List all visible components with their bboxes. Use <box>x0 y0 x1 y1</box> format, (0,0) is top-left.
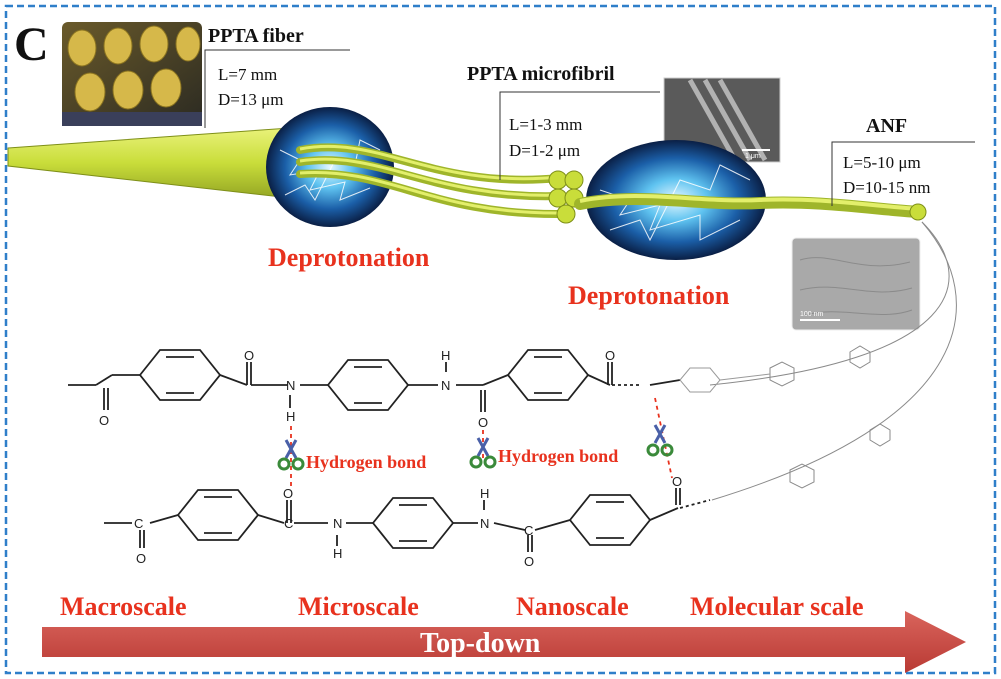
lower-c-3: C <box>524 523 533 538</box>
panel-letter: C <box>14 18 49 71</box>
upper-o-4: O <box>605 348 615 363</box>
upper-polymer-chain <box>68 349 681 412</box>
anf-end <box>909 203 927 221</box>
scissors-icon <box>469 437 497 469</box>
tem-image: 100 nm <box>791 237 921 331</box>
fiber-title: PPTA fiber <box>208 25 304 47</box>
faint-molecule-fragments <box>769 345 891 489</box>
lower-n-1: N <box>333 516 342 531</box>
scissors-icon <box>277 439 305 471</box>
fiber-cone <box>7 127 291 199</box>
top-down-label: Top-down <box>420 628 541 659</box>
scale-macro: Macroscale <box>60 592 187 621</box>
hydrogen-bond-label-2: Hydrogen bond <box>498 446 618 466</box>
microfibril-length: L=1-3 mm <box>509 115 582 134</box>
fiber-spool-photo <box>62 22 202 126</box>
scale-micro: Microscale <box>298 592 419 621</box>
upper-chain-continuation <box>679 367 771 393</box>
lower-c-1: C <box>134 516 143 531</box>
upper-o-3: O <box>478 415 488 430</box>
microfibril-bundle-ends <box>548 170 584 224</box>
fiber-leader-line <box>204 49 350 128</box>
upper-h-1: H <box>286 409 295 424</box>
lower-h-2: H <box>480 486 489 501</box>
upper-o-2: O <box>244 348 254 363</box>
top-down-arrow <box>42 611 966 673</box>
sem-scalebar-label: 1 μm <box>745 153 761 160</box>
deprotonation-label-2: Deprotonation <box>568 281 730 310</box>
molecule-link-upper <box>709 221 950 386</box>
anf-length: L=5-10 μm <box>843 153 921 172</box>
tem-scalebar-label: 100 nm <box>800 311 824 318</box>
scale-molecular: Molecular scale <box>690 592 864 621</box>
lower-o-4: O <box>672 474 682 489</box>
lower-o-1: O <box>136 551 146 566</box>
upper-n-1: N <box>286 378 295 393</box>
hydrogen-bond-label-1: Hydrogen bond <box>306 452 426 472</box>
lower-polymer-chain <box>104 488 711 552</box>
upper-o-1: O <box>99 413 109 428</box>
lower-c-2: C <box>284 516 293 531</box>
lower-n-2: N <box>480 516 489 531</box>
lower-o-3: O <box>524 554 534 569</box>
lower-o-2: O <box>283 486 293 501</box>
anf-title: ANF <box>866 115 907 137</box>
anf-diameter: D=10-15 nm <box>843 178 931 197</box>
microfibril-title: PPTA microfibril <box>467 63 615 85</box>
anf-leader-line <box>831 141 975 206</box>
lower-h-1: H <box>333 546 342 561</box>
anf-fiber <box>574 193 926 218</box>
fiber-diameter: D=13 μm <box>218 90 283 109</box>
microfibril-diameter: D=1-2 μm <box>509 141 580 160</box>
upper-h-2: H <box>441 348 450 363</box>
deprotonation-label-1: Deprotonation <box>268 243 430 272</box>
scale-nano: Nanoscale <box>516 592 629 621</box>
molecule-link-lower <box>711 221 957 501</box>
microfibril-leader-line <box>499 91 660 180</box>
upper-n-2: N <box>441 378 450 393</box>
scissors-icon <box>646 424 674 457</box>
deprotonation-plasma-1 <box>266 107 394 227</box>
panel-frame <box>4 4 997 675</box>
fiber-length: L=7 mm <box>218 65 277 84</box>
